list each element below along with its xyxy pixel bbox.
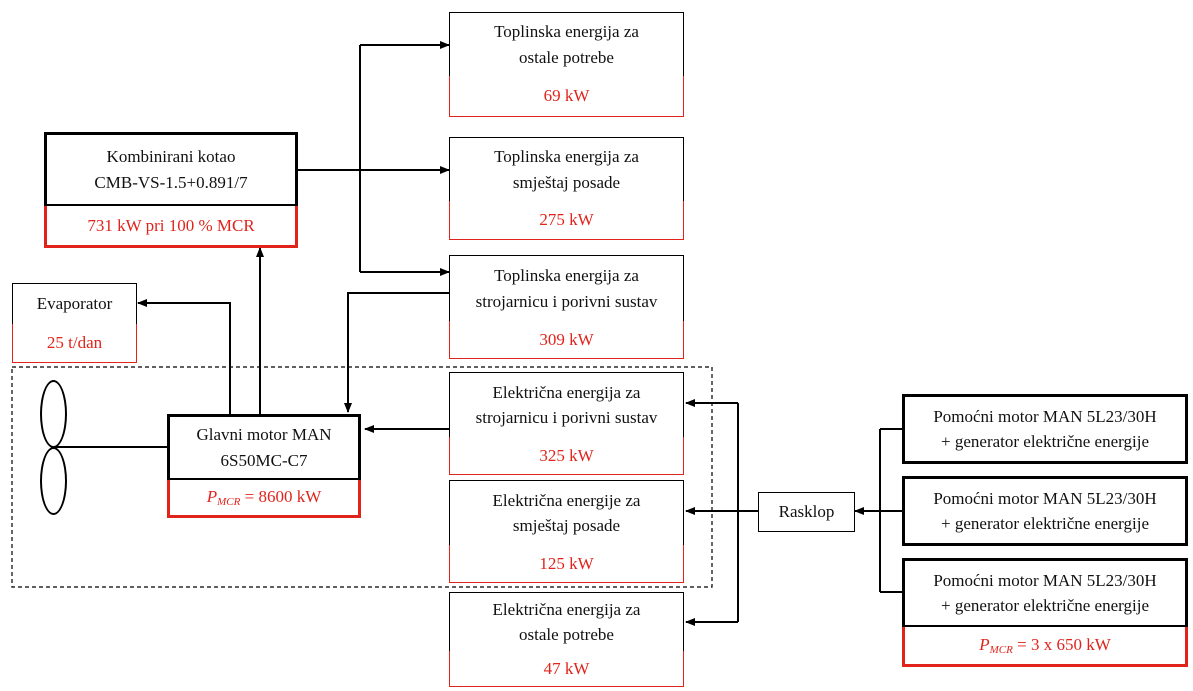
electric-output-engine-room: Električna energija za strojarnicu i por…: [449, 372, 684, 475]
main-engine-power-symbol: P: [206, 487, 218, 506]
aux-engine-title: Pomoćni motor MAN 5L23/30H + generator e…: [902, 476, 1188, 546]
thermal-output-title: Toplinska energija za smještaj posade: [449, 137, 684, 202]
main-engine-node: Glavni motor MAN 6S50MC-C7 PMCR = 8600 k…: [167, 414, 361, 518]
electric-output-value: 125 kW: [449, 545, 684, 583]
main-engine-title-line-2: 6S50MC-C7: [220, 450, 308, 470]
electric-output-title: Električna energije za smještaj posade: [449, 480, 684, 546]
main-engine-title: Glavni motor MAN 6S50MC-C7: [167, 414, 361, 481]
main-engine-power-subscript: MCR: [217, 496, 241, 508]
aux-engine-title-line-1: Pomoćni motor MAN 5L23/30H: [933, 406, 1157, 426]
aux-engine-2: Pomoćni motor MAN 5L23/30H + generator e…: [902, 476, 1188, 546]
thermal-output-crew: Toplinska energija za smještaj posade 27…: [449, 137, 684, 240]
thermal-output-value: 69 kW: [449, 76, 684, 117]
thermal-output-value: 309 kW: [449, 321, 684, 359]
evaporator-node: Evaporator 25 t/dan: [12, 283, 137, 363]
electric-output-title-line-1: Električna energija za: [492, 382, 641, 402]
boiler-value: 731 kW pri 100 % MCR: [44, 206, 298, 248]
thermal-output-value: 275 kW: [449, 201, 684, 240]
aux-engine-title: Pomoćni motor MAN 5L23/30H + generator e…: [902, 394, 1188, 464]
electric-output-title-line-2: strojarnicu i porivni sustav: [475, 408, 658, 427]
electric-output-title: Električna energija za strojarnicu i por…: [449, 372, 684, 438]
evaporator-title: Evaporator: [12, 283, 137, 325]
thermal-output-engine-room: Toplinska energija za strojarnicu i pori…: [449, 255, 684, 359]
electric-output-value: 47 kW: [449, 651, 684, 687]
thermal-output-title: Toplinska energija za strojarnicu i pori…: [449, 255, 684, 322]
electric-output-title-line-1: Električna energije za: [492, 490, 641, 510]
main-engine-power-value: = 8600 kW: [240, 487, 322, 506]
main-engine-power: PMCR = 8600 kW: [167, 480, 361, 518]
electric-output-title-line-2: smještaj posade: [512, 516, 621, 535]
aux-engine-power: PMCR = 3 x 650 kW: [902, 627, 1188, 667]
boiler-title-line-2: CMB-VS-1.5+0.891/7: [94, 172, 248, 192]
evaporator-value: 25 t/dan: [12, 324, 137, 363]
thermal-output-other: Toplinska energija za ostale potrebe 69 …: [449, 12, 684, 117]
aux-engine-title-line-1: Pomoćni motor MAN 5L23/30H: [933, 488, 1157, 508]
electric-output-crew: Električna energije za smještaj posade 1…: [449, 480, 684, 583]
aux-engine-title-line-2: + generator električne energije: [941, 432, 1149, 451]
propeller-blade-bottom: [40, 447, 67, 515]
combined-boiler-node: Kombinirani kotao CMB-VS-1.5+0.891/7 731…: [44, 132, 298, 248]
switchboard-node: Rasklop: [758, 492, 855, 532]
thermal-output-title-line-1: Toplinska energija za: [494, 266, 639, 285]
aux-engine-title: Pomoćni motor MAN 5L23/30H + generator e…: [902, 558, 1188, 628]
propulsion-zone-dashed-frame: [11, 366, 713, 588]
aux-engine-1: Pomoćni motor MAN 5L23/30H + generator e…: [902, 394, 1188, 464]
aux-engine-title-line-2: + generator električne energije: [941, 514, 1149, 533]
aux-engine-title-line-1: Pomoćni motor MAN 5L23/30H: [933, 570, 1157, 590]
electric-output-other: Električna energija za ostale potrebe 47…: [449, 592, 684, 687]
boiler-title: Kombinirani kotao CMB-VS-1.5+0.891/7: [44, 132, 298, 207]
electric-output-value: 325 kW: [449, 437, 684, 475]
thermal-output-title-line-2: ostale potrebe: [519, 47, 614, 67]
thermal-output-title-line-2: smještaj posade: [512, 172, 621, 192]
aux-power-symbol: P: [979, 635, 990, 654]
thermal-output-title: Toplinska energija za ostale potrebe: [449, 12, 684, 77]
thermal-output-title-line-1: Toplinska energija za: [494, 22, 639, 41]
electric-output-title: Električna energija za ostale potrebe: [449, 592, 684, 652]
electric-output-title-line-2: ostale potrebe: [519, 625, 614, 644]
aux-power-value: = 3 x 650 kW: [1012, 635, 1111, 654]
aux-engine-3: Pomoćni motor MAN 5L23/30H + generator e…: [902, 558, 1188, 667]
arrow-engine-to-evaporator: [137, 299, 231, 414]
thermal-output-title-line-1: Toplinska energija za: [494, 147, 639, 166]
switchboard-label: Rasklop: [758, 492, 855, 532]
electric-output-title-line-1: Električna energija za: [492, 599, 641, 619]
boiler-title-line-1: Kombinirani kotao: [106, 147, 236, 166]
main-engine-title-line-1: Glavni motor MAN: [196, 425, 332, 444]
aux-power-subscript: MCR: [989, 644, 1013, 656]
aux-engine-title-line-2: + generator električne energije: [941, 596, 1149, 615]
arrow-thermal-to-engine: [344, 292, 449, 413]
thermal-output-title-line-2: strojarnicu i porivni sustav: [475, 291, 658, 311]
propeller-blade-top: [40, 380, 67, 448]
